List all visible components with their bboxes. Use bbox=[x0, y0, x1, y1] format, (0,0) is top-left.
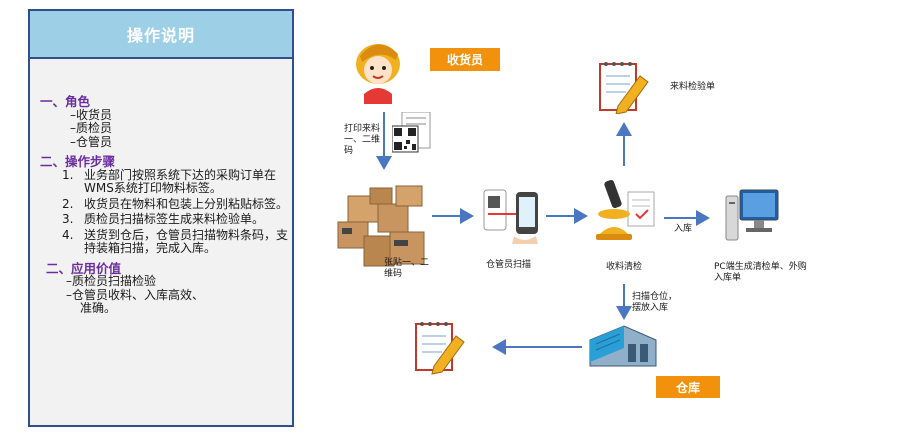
microscope-icon bbox=[596, 179, 655, 240]
panel-title: 操作说明 bbox=[126, 26, 195, 45]
scan-label: 仓管员扫描 bbox=[486, 260, 532, 270]
step-item: 2.收货员在物料和包装上分别粘贴标签。 bbox=[62, 196, 289, 211]
step-item: 1.业务部门按照系统下达的采购订单在WMS系统打印物料标签。 bbox=[62, 167, 277, 195]
warehouse-icon bbox=[589, 325, 657, 367]
instructions-panel: 操作说明 一、角色 –收货员 –质检员 –仓管员 二、操作步骤 1.业务部门按照… bbox=[28, 9, 294, 427]
step-item: 3.质检员扫描标签生成来料检验单。 bbox=[62, 212, 265, 226]
inspect-label: 收料清检 bbox=[606, 262, 643, 272]
pc-label: PC端生成清检单、外购入库单 bbox=[714, 262, 807, 283]
panel-body: 一、角色 –收货员 –质检员 –仓管员 二、操作步骤 1.业务部门按照系统下达的… bbox=[36, 95, 288, 316]
scanner-phone-icon bbox=[483, 189, 538, 244]
final-doc-icon bbox=[415, 322, 465, 375]
receiver-avatar-icon bbox=[356, 44, 400, 104]
pc-monitor-icon bbox=[725, 189, 779, 241]
steps-list: 1.业务部门按照系统下达的采购订单在WMS系统打印物料标签。 2.收货员在物料和… bbox=[36, 167, 289, 256]
value-heading: 二、应用价值 bbox=[46, 260, 122, 276]
step-item: 4.送货到仓后，仓管员扫描物料条码，支持装箱扫描，完成入库。 bbox=[62, 227, 289, 255]
paste-label: 张贴一、二维码 bbox=[384, 258, 430, 279]
value-item: 准确。 bbox=[80, 301, 117, 315]
role-heading: 一、角色 bbox=[40, 94, 91, 109]
role-item: –仓管员 bbox=[70, 134, 113, 149]
warehouse-badge: 仓库 bbox=[656, 376, 720, 398]
receiver-badge: 收货员 bbox=[430, 48, 500, 71]
scan-location-label: 扫描仓位，摆放入库 bbox=[632, 292, 678, 313]
instock-label: 入库 bbox=[674, 224, 693, 234]
panel-header: 操作说明 bbox=[30, 11, 292, 59]
inspection-doc-label: 来料检验单 bbox=[670, 82, 716, 92]
cardboard-boxes-icon bbox=[337, 185, 425, 267]
qr-code-icon bbox=[392, 112, 431, 153]
print-label: 打印来料一、二维码 bbox=[344, 124, 381, 156]
role-item: –质检员 bbox=[70, 121, 113, 135]
role-item: –收货员 bbox=[70, 107, 113, 122]
value-item: –仓管员收料、入库高效、 bbox=[66, 287, 205, 302]
value-item: –质检员扫描检验 bbox=[66, 274, 157, 288]
steps-heading: 二、操作步骤 bbox=[40, 154, 116, 169]
inspection-doc-icon bbox=[599, 62, 649, 114]
